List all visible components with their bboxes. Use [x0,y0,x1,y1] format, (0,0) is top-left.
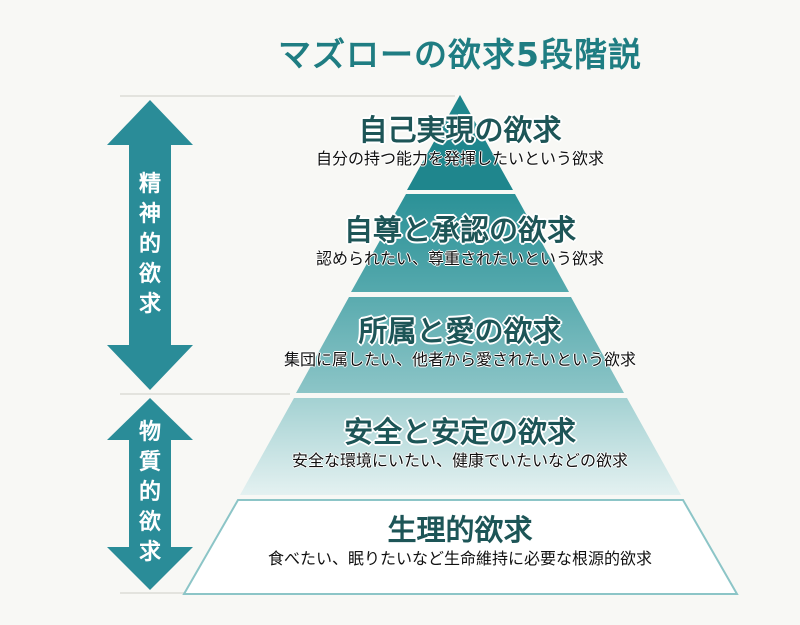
label-char: 物 [138,420,161,445]
label-char: 欲 [138,510,161,535]
material-double-arrow [107,398,193,590]
pyramid-layer-4 [240,398,681,495]
level-name: 自尊と承認の欲求 [343,213,576,247]
level-name: 安全と安定の欲求 [343,415,576,449]
level-name: 所属と愛の欲求 [358,314,562,348]
level-description: 認められたい、尊重されたいという欲求 [315,249,604,268]
label-char: 求 [138,540,161,565]
pyramid-layer-3 [296,297,624,393]
level-esteem: 自尊と承認の欲求 認められたい、尊重されたいという欲求 [160,212,760,270]
level-description: 食べたい、眠りたいなど生命維持に必要な根源的欲求 [267,549,652,568]
spiritual-double-arrow [107,100,193,390]
pyramid-layer-2 [351,194,569,292]
level-safety: 安全と安定の欲求 安全な環境にいたい、健康でいたいなどの欲求 [160,414,760,472]
level-description: 安全な環境にいたい、健康でいたいなどの欲求 [291,451,628,470]
label-char: 欲 [138,262,161,287]
level-description: 自分の持つ能力を発揮したいという欲求 [315,149,604,168]
material-needs-label: 物 質 的 欲 求 [130,418,170,568]
label-char: 的 [138,480,161,505]
label-char: 神 [138,202,161,227]
pyramid-layer-1 [407,95,513,190]
level-description: 集団に属したい、他者から愛されたいという欲求 [283,350,636,369]
spiritual-needs-label: 精 神 的 欲 求 [130,170,170,320]
level-name: 自己実現の欲求 [358,113,562,147]
label-char: 求 [138,292,161,317]
level-name: 生理的欲求 [387,513,533,547]
level-physiological: 生理的欲求 食べたい、眠りたいなど生命維持に必要な根源的欲求 [160,512,760,570]
pyramid-layer-5 [182,499,739,595]
level-belonging: 所属と愛の欲求 集団に属したい、他者から愛されたいという欲求 [160,313,760,371]
label-char: 的 [138,232,161,257]
level-self-actualization: 自己実現の欲求 自分の持つ能力を発揮したいという欲求 [160,112,760,170]
label-char: 質 [138,450,161,475]
label-char: 精 [138,172,161,197]
page-title: マズローの欲求5段階説 [278,35,642,74]
